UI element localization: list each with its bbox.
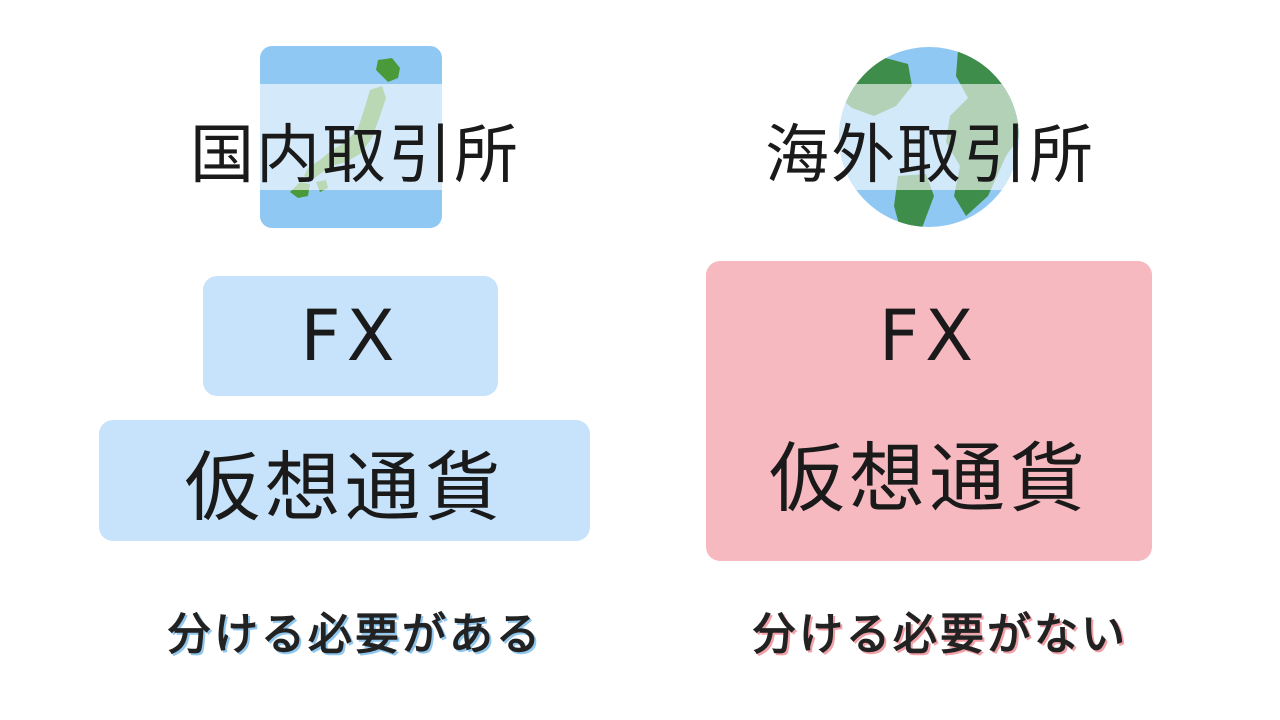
combined-box: FX 仮想通貨 (706, 261, 1152, 561)
fx-label: FX (300, 295, 401, 377)
overseas-exchange-title: 海外取引所 (765, 119, 1095, 193)
fx-label: FX (878, 295, 980, 377)
fx-box: FX (203, 276, 498, 396)
crypto-box: 仮想通貨 (99, 420, 590, 541)
domestic-exchange-title: 国内取引所 (190, 119, 520, 193)
globe-icon (838, 46, 1020, 228)
separation-not-required-note: 分ける必要がない (752, 609, 1128, 660)
japan-map-icon (260, 46, 442, 228)
crypto-label: 仮想通貨 (184, 442, 505, 532)
separation-required-note: 分ける必要がある (167, 609, 543, 660)
crypto-label: 仮想通貨 (769, 434, 1089, 523)
